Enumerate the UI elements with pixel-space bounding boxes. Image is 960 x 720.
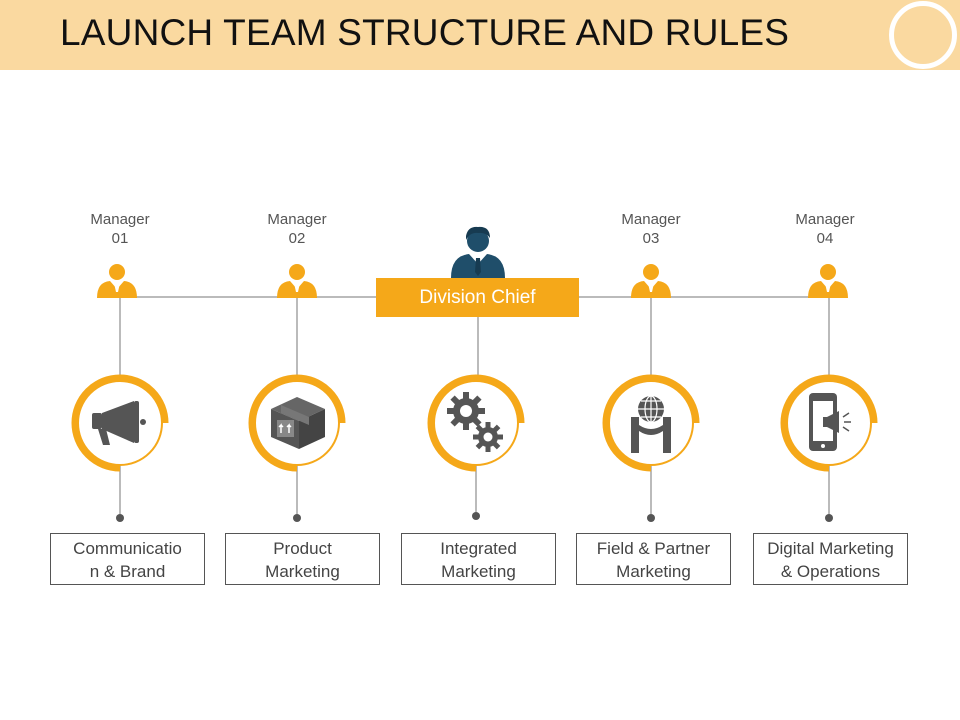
department-box: Product Marketing [225, 533, 380, 585]
department-ring [780, 374, 878, 472]
department-label-line1: Integrated [440, 539, 517, 558]
manager-number: 01 [111, 230, 129, 247]
manager-title: Manager [267, 211, 327, 228]
connector-dot [825, 514, 833, 522]
gears-icon [447, 392, 503, 452]
mobile-megaphone-icon [809, 393, 851, 451]
manager-title: Manager [621, 211, 681, 228]
manager-number: 03 [642, 230, 660, 247]
division-chief-box: Division Chief [376, 278, 579, 317]
manager-label: Manager 01 [75, 210, 165, 248]
department-label-line2: Marketing [441, 562, 516, 581]
manager-title: Manager [795, 211, 855, 228]
manager-label: Manager 03 [606, 210, 696, 248]
department-label-line1: Field & Partner [596, 539, 711, 558]
department-ring [248, 374, 346, 472]
department-box: Digital Marketing & Operations [753, 533, 908, 585]
package-box-icon [271, 397, 325, 449]
manager-title: Manager [90, 211, 150, 228]
manager-number: 04 [816, 230, 834, 247]
department-box: Communicatio n & Brand [50, 533, 205, 585]
page-title: LAUNCH TEAM STRUCTURE AND RULES [60, 12, 790, 53]
department-label-line1: Communicatio [73, 539, 182, 558]
megaphone-icon [92, 401, 146, 445]
department-label-line2: Marketing [265, 562, 340, 581]
connector-dot [472, 512, 480, 520]
globe-handshake-icon [631, 395, 671, 453]
manager-label: Manager 04 [780, 210, 870, 248]
department-ring [427, 374, 525, 472]
department-ring [71, 374, 169, 472]
person-icon [808, 264, 848, 298]
department-ring [602, 374, 700, 472]
connector-dot [293, 514, 301, 522]
department-label-line1: Digital Marketing [767, 539, 894, 558]
department-label-line2: Marketing [616, 562, 691, 581]
person-icon [277, 264, 317, 298]
person-icon [631, 264, 671, 298]
title-band: LAUNCH TEAM STRUCTURE AND RULES [0, 0, 960, 70]
department-box: Integrated Marketing [401, 533, 556, 585]
department-label-line2: n & Brand [89, 562, 166, 581]
department-label-line1: Product [273, 539, 332, 558]
manager-number: 02 [288, 230, 306, 247]
circle-outline-icon [889, 1, 957, 69]
manager-label: Manager 02 [252, 210, 342, 248]
department-label-line2: & Operations [780, 562, 881, 581]
connector-dot [647, 514, 655, 522]
person-icon [97, 264, 137, 298]
connector-dot [116, 514, 124, 522]
business-person-icon [451, 226, 505, 278]
department-box: Field & Partner Marketing [576, 533, 731, 585]
